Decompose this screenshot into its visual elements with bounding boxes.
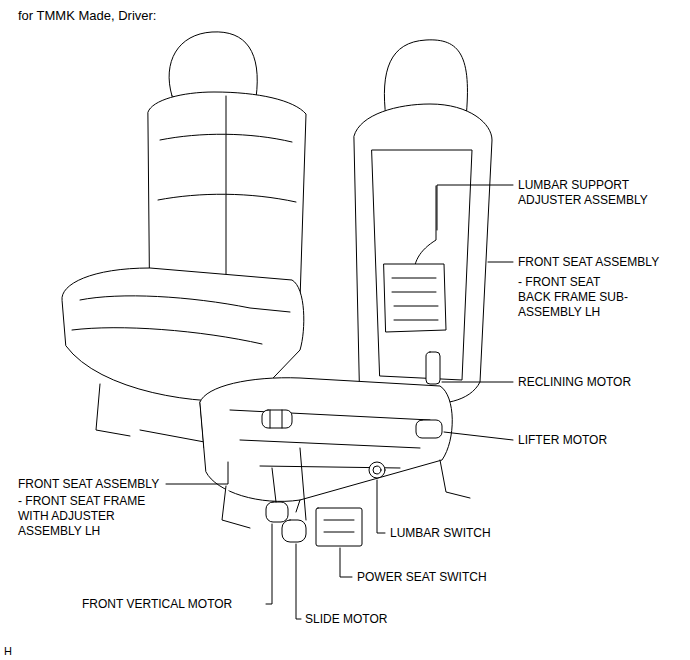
cutaway-seat bbox=[200, 40, 492, 546]
figure-title: for TMMK Made, Driver: bbox=[18, 8, 156, 24]
part-label: SLIDE MOTOR bbox=[305, 612, 387, 627]
part-label: - FRONT SEAT BACK FRAME SUB-ASSEMBLY LH bbox=[518, 275, 634, 320]
part-label: FRONT SEAT ASSEMBLY bbox=[518, 255, 659, 270]
leader-lines bbox=[166, 185, 513, 619]
part-label: FRONT VERTICAL MOTOR bbox=[82, 597, 232, 612]
part-label: POWER SEAT SWITCH bbox=[357, 570, 487, 585]
part-label: LUMBAR SUPPORT ADJUSTER ASSEMBLY bbox=[518, 178, 658, 208]
part-label: RECLINING MOTOR bbox=[518, 375, 631, 390]
figure-id: H bbox=[4, 644, 12, 659]
part-label: LIFTER MOTOR bbox=[518, 433, 607, 448]
part-label: FRONT SEAT ASSEMBLY bbox=[18, 477, 159, 492]
part-label: - FRONT SEAT FRAME WITH ADJUSTER ASSEMBL… bbox=[18, 494, 150, 539]
part-label: LUMBAR SWITCH bbox=[390, 526, 491, 541]
